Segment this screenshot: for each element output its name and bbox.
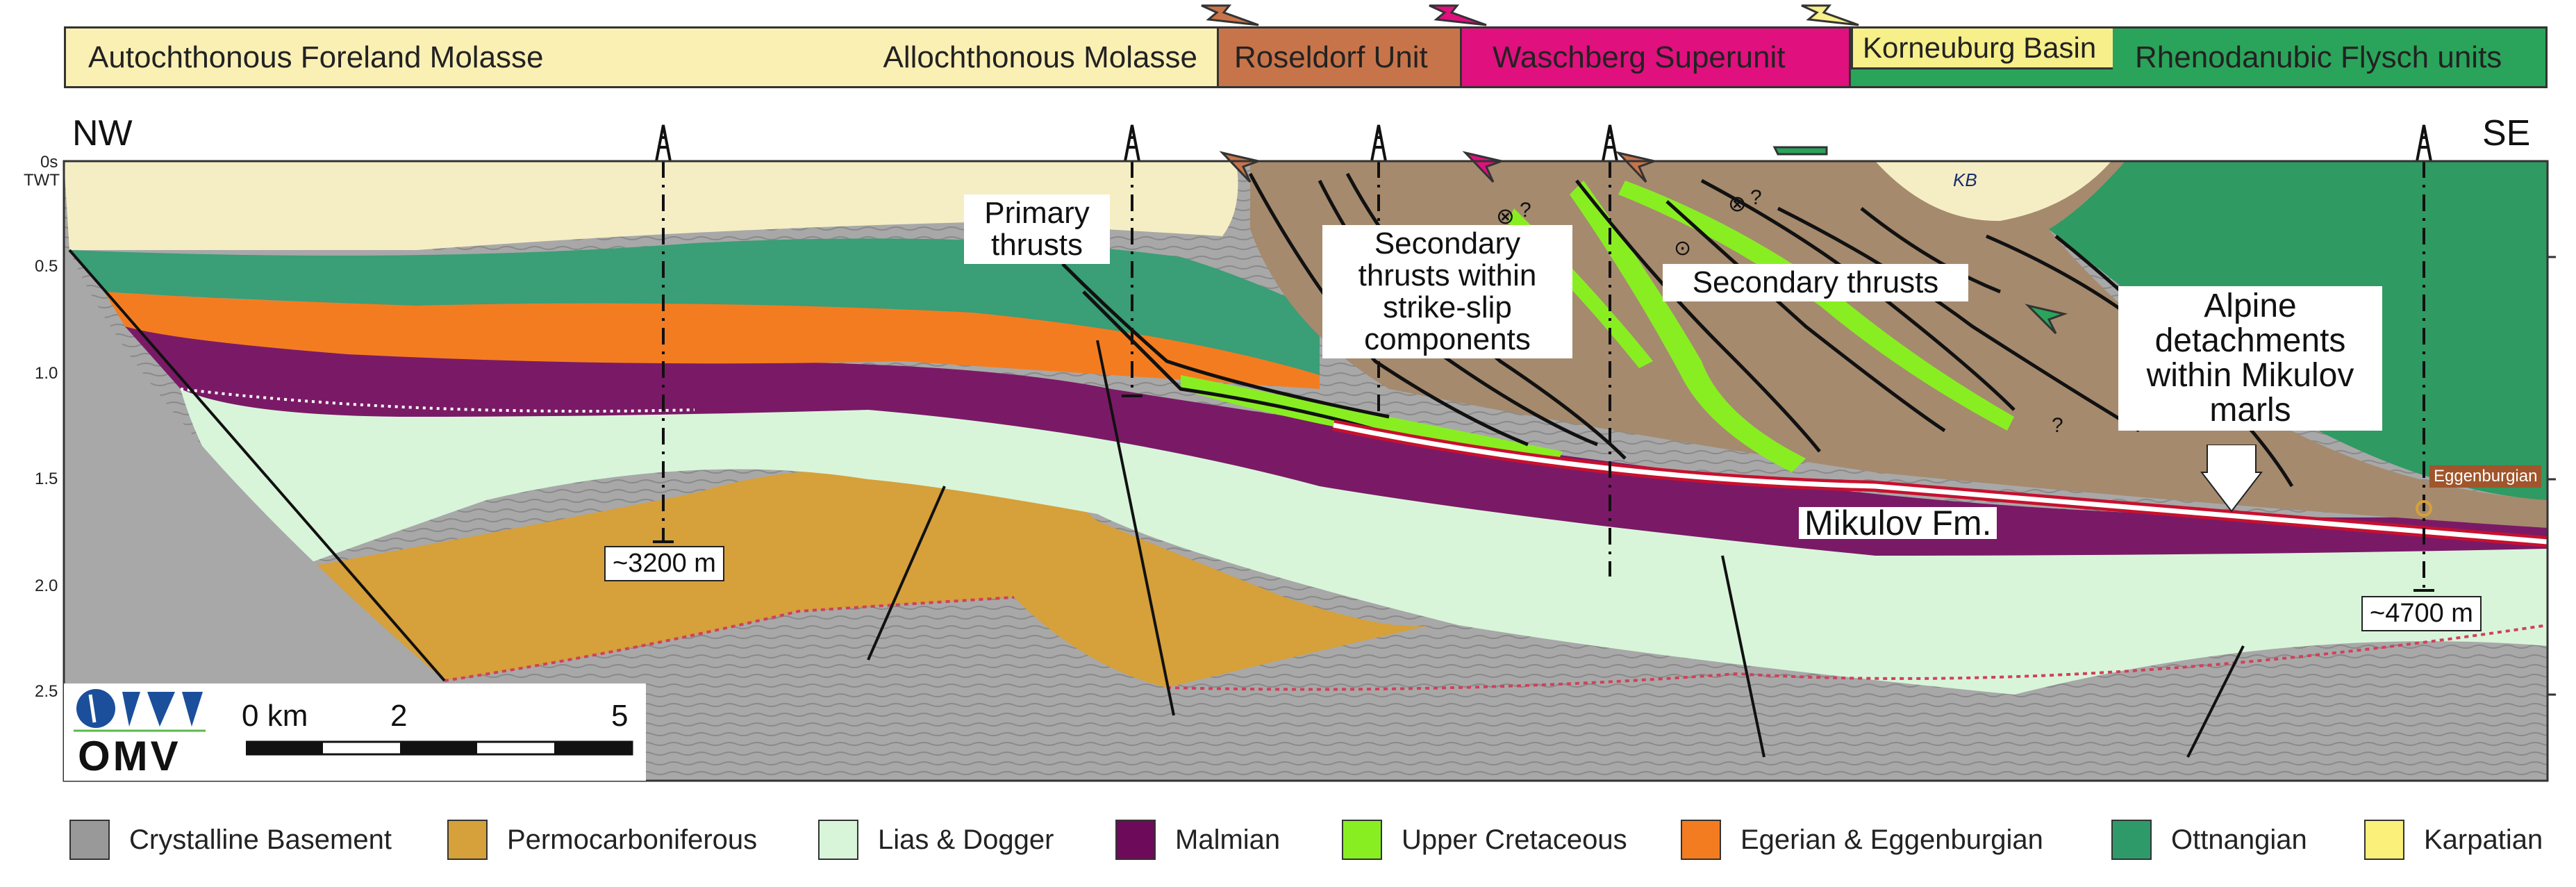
time-tick-1-5: 1.5	[35, 470, 58, 488]
time-axis-zero: 0s	[40, 153, 58, 172]
unit-bar-foreland: Autochthonous Foreland Molasse Allochtho…	[64, 26, 1217, 88]
depth-label-right: ~4700 m	[2361, 596, 2482, 631]
upper-cretaceous-sliver-2	[1570, 181, 1806, 472]
annotation-secondary-strike-slip: Secondary thrusts within strike-slip com…	[1322, 225, 1572, 358]
thrust-arrow-icon	[1772, 146, 1828, 156]
legend-item-ottnangian: Ottnangian	[2111, 818, 2307, 861]
annotation-secondary-thrusts: Secondary thrusts	[1663, 264, 1968, 301]
depth-label-left: ~3200 m	[604, 546, 724, 581]
unit-bar-korneuburg: Korneuburg Basin	[1849, 26, 2115, 88]
basement-left	[64, 250, 444, 781]
lias-dogger-layer	[181, 389, 2548, 695]
legend-swatch	[1115, 820, 1156, 860]
time-tick-2-5: 2.5	[35, 682, 58, 701]
time-tick-0-5: 0.5	[35, 257, 58, 276]
strike-slip-out-icon: ⊙	[1674, 237, 1692, 260]
eggenburgian-marker-icon	[2416, 500, 2432, 517]
unit-korneuburg-label: Korneuburg Basin	[1863, 31, 2097, 64]
unit-allochthonous-label: Allochthonous Molasse	[883, 40, 1197, 74]
legend-item-crystalline: Crystalline Basement	[69, 818, 392, 861]
time-tick-1-0: 1.0	[35, 364, 58, 383]
upper-cretaceous-sliver-1	[1181, 375, 1563, 465]
annotation-eggenburgian: Eggenburgian	[2429, 465, 2542, 488]
permocarboniferous-layer	[292, 470, 1431, 688]
time-tick-2-0: 2.0	[35, 577, 58, 595]
korneuburg-basin	[1875, 161, 2111, 222]
annotation-mikulov: Mikulov Fm.	[1799, 506, 1997, 540]
omv-logo-icon	[74, 689, 206, 732]
unit-bar-roseldorf: Roseldorf Unit	[1217, 26, 1460, 88]
unit-roseldorf-label: Roseldorf Unit	[1234, 40, 1428, 74]
legend-label: Lias & Dogger	[878, 824, 1054, 855]
legend-swatch	[69, 820, 110, 860]
unit-korneuburg-box: Korneuburg Basin	[1851, 26, 2115, 69]
strike-slip-into-icon: ⊗	[1728, 191, 1747, 216]
legend-label: Permocarboniferous	[507, 824, 758, 855]
legend-label: Ottnangian	[2171, 824, 2307, 855]
legend-label: Crystalline Basement	[129, 824, 392, 855]
legend-swatch	[2364, 820, 2404, 860]
scale-zero: 0 km	[242, 699, 308, 733]
well-derrick-icon	[655, 124, 2432, 162]
korneuburg-arrow-icon	[1801, 4, 1859, 26]
legend-label: Upper Cretaceous	[1402, 824, 1627, 855]
annotation-kb: KB	[1950, 169, 1980, 191]
legend-swatch	[1342, 820, 1382, 860]
annotation-question-3: ?	[2052, 414, 2063, 437]
annotation-primary-thrusts: Primary thrusts	[964, 194, 1110, 264]
legend-item-karpatian: Karpatian	[2364, 818, 2543, 861]
unit-foreland-label: Autochthonous Foreland Molasse	[88, 40, 544, 74]
legend-item-malmian: Malmian	[1115, 818, 1280, 861]
legend-label: Karpatian	[2424, 824, 2543, 855]
roseldorf-arrow-icon	[1201, 4, 1259, 26]
annotation-alpine-detachments: Alpine detachments within Mikulov marls	[2118, 286, 2382, 431]
legend-swatch	[2111, 820, 2152, 860]
orientation-left: NW	[72, 113, 133, 154]
unit-waschberg-label: Waschberg Superunit	[1493, 40, 1786, 74]
ottnangian-layer	[69, 238, 1320, 375]
waschberg-arrow-icon	[1429, 4, 1487, 26]
scale-bar	[246, 740, 633, 756]
legend-label: Egerian & Eggenburgian	[1740, 824, 2043, 855]
legend-item-lias-dogger: Lias & Dogger	[818, 818, 1054, 861]
legend-swatch	[1681, 820, 1721, 860]
foreland-molasse-layer	[64, 161, 1238, 250]
strike-slip-into-icon: ⊗	[1496, 204, 1515, 229]
unit-rhenodanubic-label: Rhenodanubic Flysch units	[2135, 40, 2502, 74]
thrust-arrow-icon	[2025, 304, 2068, 335]
upper-cretaceous-sliver-3	[1618, 181, 2014, 431]
unit-bar-waschberg: Waschberg Superunit	[1460, 26, 1849, 88]
legend-item-upper-cretaceous: Upper Cretaceous	[1342, 818, 1627, 861]
malmian-layer	[125, 326, 2548, 556]
annotation-question-1: ?	[1520, 199, 1531, 222]
time-axis-unit: TWT	[24, 171, 60, 190]
legend-item-egerian: Egerian & Eggenburgian	[1681, 818, 2043, 861]
callout-arrow-icon	[2200, 445, 2263, 513]
logo-scale-box: OMV 0 km 2 5	[64, 683, 646, 781]
unit-bar-rhenodanubic: Rhenodanubic Flysch units	[2113, 26, 2548, 88]
legend-item-permocarboniferous: Permocarboniferous	[447, 818, 757, 861]
annotation-question-2: ?	[1750, 186, 1762, 209]
legend-swatch	[818, 820, 858, 860]
omv-logo-text: OMV	[78, 733, 181, 779]
legend-swatch	[447, 820, 488, 860]
orientation-right: SE	[2482, 113, 2531, 154]
legend-label: Malmian	[1175, 824, 1281, 855]
scale-max: 5	[611, 699, 629, 733]
scale-mid: 2	[390, 699, 408, 733]
